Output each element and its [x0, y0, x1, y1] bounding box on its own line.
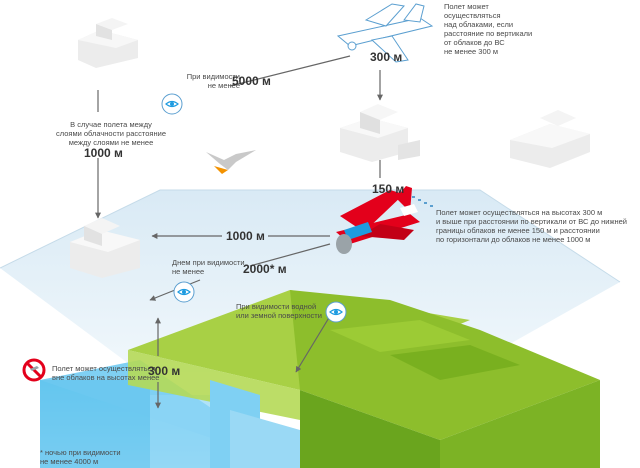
note-line: Полет может осуществляться на высотах 30… [436, 208, 603, 217]
distance-150: 150 м [372, 182, 405, 196]
cloud-top-left [78, 18, 138, 68]
above-clouds-note: Полет может осуществляться над облаками,… [444, 2, 532, 56]
note-line: не менее [172, 267, 205, 276]
between-layers-note: В случае полета между слоями облачности … [52, 120, 170, 147]
note-line: Полет может осуществляться [52, 364, 156, 373]
distance-1000-left: 1000 м [84, 146, 123, 160]
prohibited-note: Полет может осуществляться вне облаков н… [52, 364, 159, 382]
footnote: * ночью при видимости не менее 4000 м [40, 448, 121, 466]
note-line: между слоями не менее [68, 138, 154, 147]
note-line: вне облаков на высотах менее [52, 373, 160, 382]
distance-2000: 2000* м [243, 262, 287, 276]
no-entry-icon [22, 358, 46, 382]
airplane-red-icon [336, 186, 420, 254]
distance-5000: 5000 м [232, 74, 271, 88]
note-line: над облаками, если [444, 20, 514, 29]
cloud-right [510, 110, 590, 168]
note-line: по горизонтали до облаков не менее 1000 … [436, 235, 591, 244]
cloud-lower-left [70, 218, 140, 278]
note-line: не менее 4000 м [40, 457, 99, 466]
note-line: от облаков до ВС [444, 38, 505, 47]
note-line: В случае полета между [70, 120, 152, 129]
note-line: Днем при видимости [172, 258, 245, 267]
eye-icon [161, 93, 183, 115]
note-line: При видимости водной [236, 302, 317, 311]
note-line: расстояние по вертикали [444, 29, 533, 38]
note-line: Полет может [444, 2, 489, 11]
note-line: не менее 300 м [444, 47, 499, 56]
note-line: осуществляться [444, 11, 501, 20]
note-line: или земной поверхности [236, 311, 322, 320]
note-line: слоями облачности расстояние [56, 129, 166, 138]
note-line: не менее [207, 81, 240, 90]
eye-icon [173, 281, 195, 303]
note-line: и выше при расстоянии по вертикали от ВС… [436, 217, 628, 226]
note-line: При видимости [186, 72, 240, 81]
cloud-middle [340, 104, 420, 162]
ground-terrain [128, 290, 600, 468]
distance-1000-mid: 1000 м [226, 229, 265, 243]
eye-icon [325, 301, 347, 323]
day-visibility-note: Днем при видимости не менее [172, 258, 245, 276]
distance-300-low: 300 м [148, 364, 181, 378]
note-line: границы облаков не менее 150 м и расстоя… [436, 226, 600, 235]
visibility-5000-note: При видимости не менее [170, 72, 240, 90]
surface-visibility-note: При видимости водной или земной поверхно… [236, 302, 322, 320]
distance-300-top: 300 м [370, 50, 403, 64]
contrail [412, 196, 433, 207]
bird-icon [206, 150, 256, 174]
airplane-icon [336, 3, 434, 63]
below-clouds-note: Полет может осуществляться на высотах 30… [436, 208, 627, 244]
note-line: * ночью при видимости [40, 448, 121, 457]
